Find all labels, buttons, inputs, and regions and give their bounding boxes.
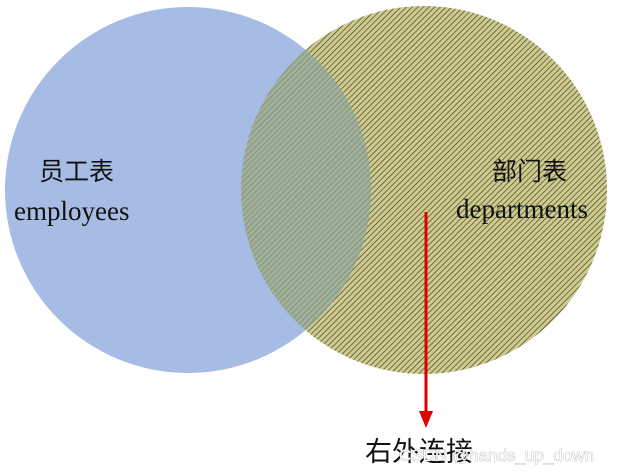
departments-label-en: departments: [456, 194, 588, 224]
overlap-region: [241, 7, 371, 373]
employees-label-en: employees: [14, 196, 129, 226]
watermark: CSDN @hands_up_down: [399, 446, 594, 465]
arrow-head: [419, 411, 433, 428]
departments-label-cn: 部门表: [492, 157, 567, 186]
overlap-tint: [241, 7, 371, 373]
employees-label-cn: 员工表: [39, 157, 114, 186]
right-outer-join-caption: 右外连接: [365, 437, 473, 468]
